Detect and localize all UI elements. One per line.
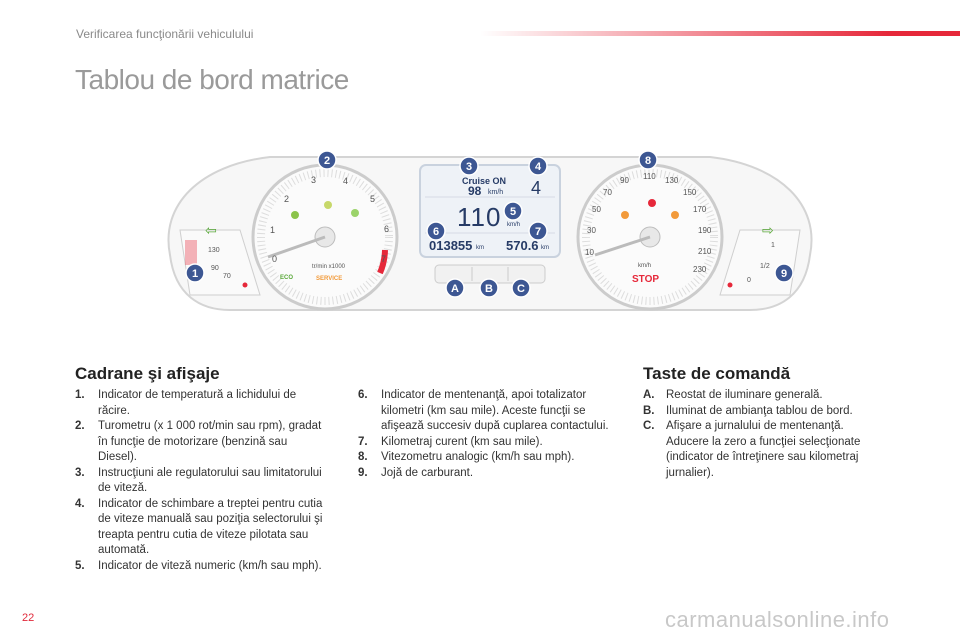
display-speed: 110 [457, 202, 502, 232]
header-accent-line [480, 31, 960, 36]
svg-text:1: 1 [192, 268, 198, 280]
tachometer-dial [251, 163, 399, 311]
svg-text:C: C [517, 283, 525, 295]
speed-tick: 70 [603, 188, 612, 197]
speed-tick: 50 [592, 205, 601, 214]
rpm-tick: 6 [384, 224, 390, 234]
rpm-tick: 3 [311, 175, 317, 185]
rpm-unit: tr/min x1000 [312, 264, 346, 270]
speed-tick: 90 [620, 176, 629, 185]
button-c-callout: C [511, 278, 531, 298]
callout-7: 7 [528, 221, 548, 241]
list-item: 3.Instrucţiuni ale regulatorului sau lim… [75, 466, 322, 495]
display-trip: 570.6 [506, 238, 539, 253]
list-item: C.Afişare a jurnalului de mentenanţă. Ad… [643, 420, 861, 479]
list-item: 8.Vitezometru analogic (km/h sau mph). [358, 451, 575, 463]
speed-tick: 110 [643, 172, 656, 181]
speed-tick: 10 [585, 248, 594, 257]
stop-label: STOP [632, 274, 660, 285]
temp-gauge-label: 90 [211, 265, 219, 272]
speed-tick: 150 [683, 188, 697, 197]
list-item: A.Reostat de iluminare generală. [643, 389, 823, 401]
controls-list: A.Reostat de iluminare generală. B.Ilumi… [643, 388, 883, 481]
callout-8: 8 [638, 150, 658, 170]
callout-5: 5 [503, 201, 523, 221]
display-cruise-speed: 98 [468, 184, 482, 198]
speed-tick: 230 [693, 265, 707, 274]
header-title: Verificarea funcţionării vehiculului [76, 27, 254, 41]
display-speed-unit: km/h [507, 222, 521, 228]
list-item: 7.Kilometraj curent (km sau mile). [358, 435, 543, 448]
rpm-tick: 4 [343, 176, 349, 186]
callout-9: 9 [774, 263, 794, 283]
temp-gauge-label: 130 [208, 247, 220, 254]
page-number: 22 [22, 612, 35, 624]
callout-3: 3 [459, 156, 479, 176]
display-trip-unit: km [541, 245, 549, 251]
svg-text:⇨: ⇨ [762, 223, 774, 239]
display-gear: 4 [531, 178, 542, 198]
svg-text:4: 4 [535, 161, 542, 173]
displays-list-continued: 6.Indicator de mentenanţă, apoi totaliza… [358, 388, 610, 481]
list-item: 9.Jojă de carburant. [358, 466, 474, 479]
speed-tick: 210 [698, 247, 712, 256]
list-item: 6.Indicator de mentenanţă, apoi totaliza… [358, 389, 609, 432]
svg-text:7: 7 [535, 226, 541, 238]
display-cruise: Cruise ON [462, 176, 507, 186]
display-cruise-unit: km/h [488, 189, 504, 196]
speed-tick: 170 [693, 205, 707, 214]
section-heading-controls: Taste de comandă [643, 364, 791, 383]
fuel-gauge-label: 1 [771, 242, 775, 249]
list-item: 5.Indicator de viteză numeric (km/h sau … [75, 559, 322, 572]
displays-list: 1.Indicator de temperatură a lichidului … [75, 388, 325, 574]
section-heading-displays: Cadrane şi afişaje [75, 364, 220, 383]
svg-text:2: 2 [324, 155, 330, 167]
instrument-cluster-illustration: ⇦ ⇨ [167, 156, 813, 311]
display-odometer-unit: km [476, 245, 484, 251]
rpm-tick: 0 [272, 254, 278, 264]
speed-tick: 190 [698, 226, 712, 235]
callout-4: 4 [528, 156, 548, 176]
rpm-tick: 2 [284, 194, 290, 204]
svg-text:A: A [451, 283, 459, 295]
temp-gauge-label: 70 [223, 273, 231, 280]
svg-text:8: 8 [645, 155, 651, 167]
fuel-gauge-label: 1/2 [760, 263, 770, 270]
speed-unit: km/h [638, 263, 652, 269]
callout-2: 2 [317, 150, 337, 170]
button-b-callout: B [479, 278, 499, 298]
button-a-callout: A [445, 278, 465, 298]
service-label: SERVICE [316, 276, 343, 282]
svg-text:3: 3 [466, 161, 472, 173]
list-item: B.Iluminat de ambianţa tablou de bord. [643, 404, 853, 417]
rpm-tick: 5 [370, 194, 376, 204]
svg-text:B: B [485, 283, 493, 295]
svg-text:6: 6 [433, 226, 439, 238]
svg-text:5: 5 [510, 206, 516, 218]
speed-tick: 30 [587, 226, 596, 235]
list-item: 1.Indicator de temperatură a lichidului … [75, 389, 297, 417]
eco-label: ECO [280, 275, 294, 281]
svg-text:⇦: ⇦ [205, 223, 217, 239]
rpm-tick: 1 [270, 225, 276, 235]
list-item: 2.Turometru (x 1 000 rot/min sau rpm), g… [75, 420, 322, 463]
speed-tick: 130 [665, 176, 679, 185]
rpm-tick: 7 [381, 254, 387, 264]
svg-text:9: 9 [781, 268, 787, 280]
page-title: Tablou de bord matrice [75, 64, 349, 95]
callout-1: 1 [185, 263, 205, 283]
watermark: carmanualsonline.info [665, 607, 890, 632]
list-item: 4.Indicator de schimbare a treptei pentr… [75, 497, 323, 557]
fuel-gauge-label: 0 [747, 277, 751, 284]
callout-6: 6 [426, 221, 446, 241]
display-odometer: 013855 [429, 238, 473, 253]
